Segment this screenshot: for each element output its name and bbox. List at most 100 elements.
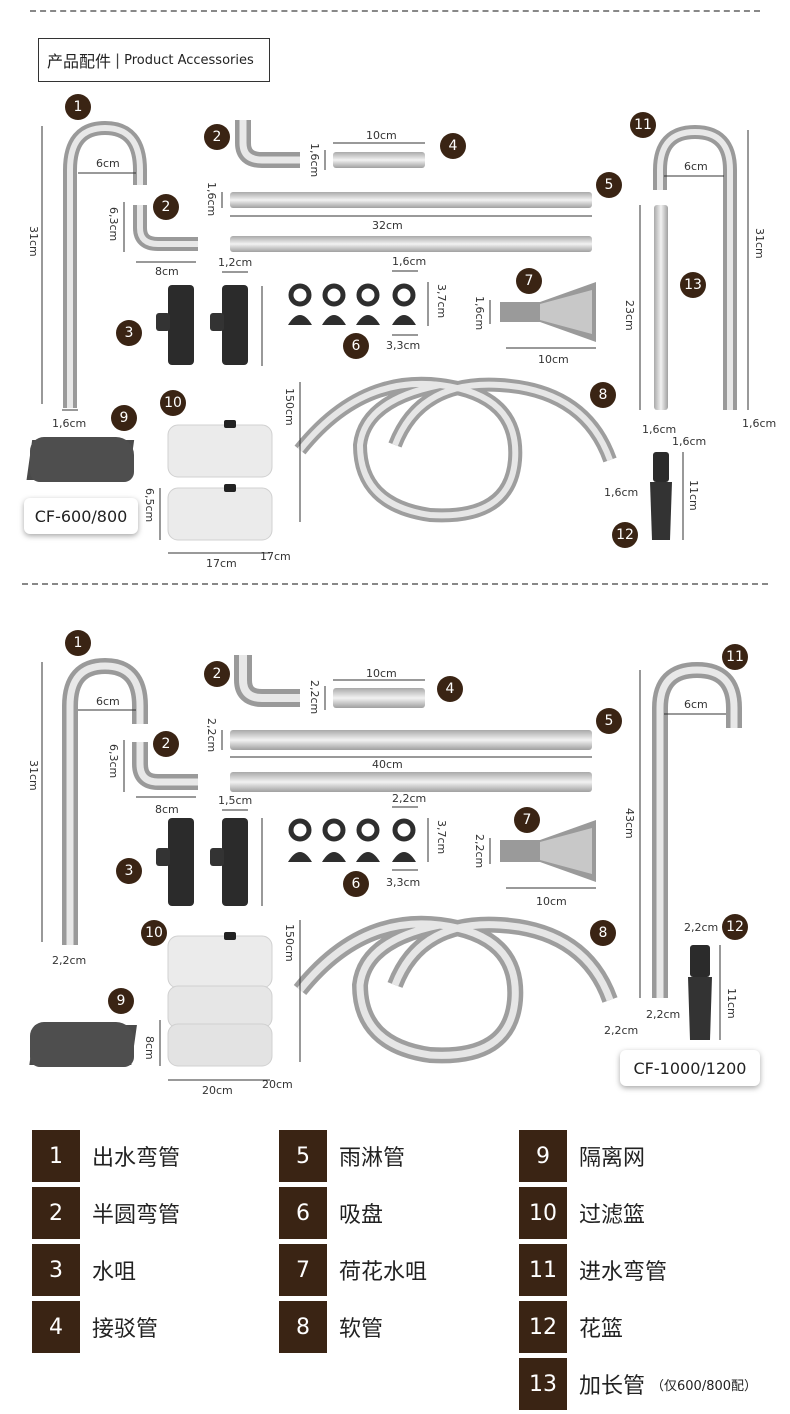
badge-1-top: 1	[65, 94, 91, 120]
legend-name: 半圆弯管	[92, 1203, 181, 1228]
legend-name: 花篮	[579, 1317, 624, 1342]
section-title: 产品配件 | Product Accessories	[38, 38, 270, 82]
badge-1-bottom: 1	[65, 630, 91, 656]
legend-name: 接驳管	[92, 1317, 159, 1342]
dim-intake-diam-top: 1,6cm	[742, 417, 777, 430]
dim-connector-length-top: 10cm	[366, 129, 397, 142]
dim-elbow-width-bottom: 8cm	[155, 803, 179, 816]
dim-cup-base-bottom: 3,3cm	[386, 876, 421, 889]
legend-num: 9	[519, 1130, 567, 1182]
dim-hose-length-top: 150cm	[283, 388, 296, 426]
dim-spray-diam-top: 1,6cm	[205, 182, 218, 217]
dim-strainer-diam-bottom: 2,2cm	[684, 921, 719, 934]
dim-intake-width-top: 6cm	[684, 160, 708, 173]
legend-num: 4	[32, 1301, 80, 1353]
legend-num: 8	[279, 1301, 327, 1353]
dim-basket-height-bottom: 8cm	[143, 1036, 156, 1060]
legend-name: 进水弯管	[579, 1260, 668, 1285]
dim-connector-diam-top: 1,6cm	[308, 143, 321, 178]
legend-item-7: 7 荷花水咀	[279, 1244, 427, 1296]
dim-hose-diam-top: 1,6cm	[604, 486, 639, 499]
badge-8-top: 8	[590, 382, 616, 408]
title-cn: 产品配件	[47, 52, 112, 71]
dim-hose-diam-bottom: 2,2cm	[604, 1024, 639, 1037]
dim-connector-diam-bottom: 2,2cm	[308, 680, 321, 715]
badge-12-top: 12	[612, 522, 638, 548]
badge-8-bottom: 8	[590, 920, 616, 946]
dim-hose-length-bottom: 150cm	[283, 924, 296, 962]
net-bottom-icon	[30, 1022, 134, 1067]
dim-j-width-top: 6cm	[96, 157, 120, 170]
dim-spray-diam-bottom: 2,2cm	[205, 718, 218, 753]
legend-num: 12	[519, 1301, 567, 1353]
model-label-top: CF-600/800	[24, 498, 138, 534]
badge-10-bottom: 10	[141, 920, 167, 946]
legend-note: （仅600/800配）	[651, 1378, 758, 1394]
dim-basket-depth-top: 17cm	[260, 550, 291, 563]
dim-spray-length-bottom: 40cm	[372, 758, 403, 771]
badge-9-top: 9	[111, 405, 137, 431]
title-separator: |	[115, 51, 121, 69]
dim-cup-width-bottom: 2,2cm	[392, 792, 427, 805]
legend-num: 6	[279, 1187, 327, 1239]
dim-ext-diam-top: 1,6cm	[642, 423, 677, 436]
dim-flower-length-bottom: 10cm	[536, 895, 567, 908]
badge-6-bottom: 6	[343, 871, 369, 897]
badge-12-bottom: 12	[722, 914, 748, 940]
legend-num: 7	[279, 1244, 327, 1296]
top-divider	[30, 10, 760, 12]
legend-item-3: 3 水咀	[32, 1244, 136, 1296]
legend-num: 1	[32, 1130, 80, 1182]
badge-2-bottom-b: 2	[153, 731, 179, 757]
dim-valve-diam-bottom: 1,5cm	[218, 794, 253, 807]
dim-basket-width-top: 17cm	[206, 557, 237, 570]
dim-connector-length-bottom: 10cm	[366, 667, 397, 680]
badge-2-top-a: 2	[204, 124, 230, 150]
dim-spray-length-top: 32cm	[372, 219, 403, 232]
badge-7-top: 7	[516, 268, 542, 294]
parts-illustration	[26, 120, 749, 1081]
dim-j-diam-top: 1,6cm	[52, 417, 87, 430]
net-top-icon	[30, 437, 134, 482]
legend-name: 荷花水咀	[339, 1260, 428, 1285]
legend-item-11: 11 进水弯管	[519, 1244, 667, 1296]
badge-7-bottom: 7	[514, 807, 540, 833]
badge-4-top: 4	[440, 133, 466, 159]
title-en: Product Accessories	[124, 52, 254, 68]
dim-basket-width-bottom: 20cm	[202, 1084, 233, 1097]
badge-3-top: 3	[116, 320, 142, 346]
dim-elbow-width-top: 8cm	[155, 265, 179, 278]
legend-num: 13	[519, 1358, 567, 1410]
model-label-bottom: CF-1000/1200	[620, 1050, 760, 1086]
legend-name: 水咀	[92, 1260, 137, 1285]
badge-2-top-b: 2	[153, 194, 179, 220]
dim-cup-width-top: 1,6cm	[392, 255, 427, 268]
legend-num: 2	[32, 1187, 80, 1239]
dim-intake-height-bottom: 43cm	[623, 808, 636, 839]
dim-strainer-height-bottom: 11cm	[725, 988, 738, 1019]
legend-name: 雨淋管	[339, 1146, 406, 1171]
legend-num: 11	[519, 1244, 567, 1296]
dim-j-height-bottom: 31cm	[27, 760, 40, 791]
dim-cup-height-bottom: 3,7cm	[435, 820, 448, 855]
badge-3-bottom: 3	[116, 858, 142, 884]
dim-ext-length-top: 23cm	[623, 300, 636, 331]
legend-name: 隔离网	[579, 1146, 646, 1171]
badge-13-top: 13	[680, 272, 706, 298]
legend-item-13: 13 加长管 （仅600/800配）	[519, 1358, 757, 1410]
dim-basket-depth-bottom: 20cm	[262, 1078, 293, 1091]
legend-item-12: 12 花篮	[519, 1301, 623, 1353]
badge-11-top: 11	[630, 112, 656, 138]
legend-num: 3	[32, 1244, 80, 1296]
dim-valve-diam-top: 1,2cm	[218, 256, 253, 269]
legend-name: 过滤篮	[579, 1203, 646, 1228]
legend-name: 加长管	[579, 1374, 646, 1399]
dim-strainer-diam-top: 1,6cm	[672, 435, 707, 448]
dim-j-diam-bottom: 2,2cm	[52, 954, 87, 967]
dim-flower-length-top: 10cm	[538, 353, 569, 366]
